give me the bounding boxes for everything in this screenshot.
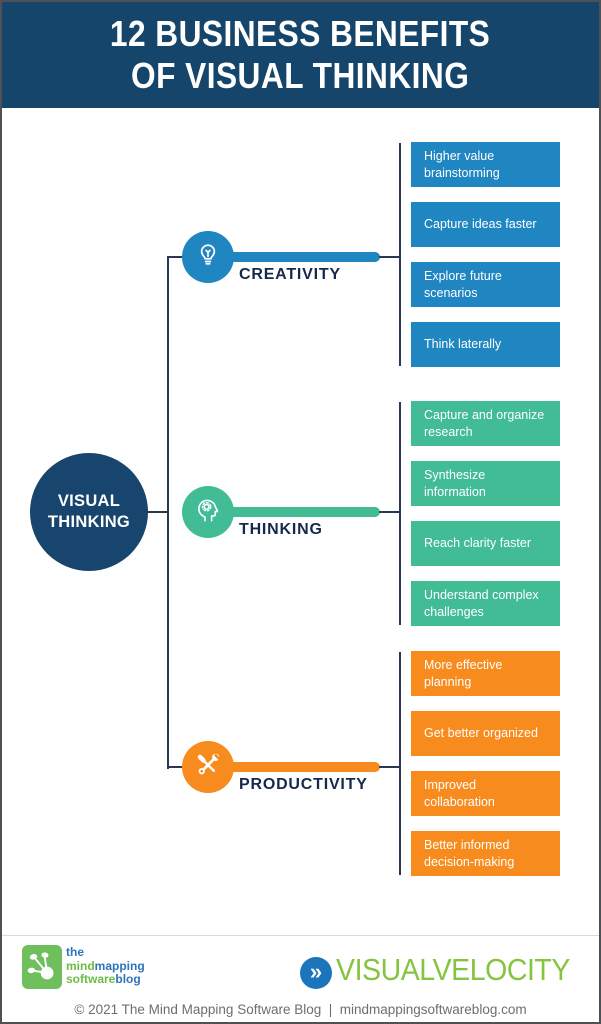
- connector-creativity-stub: [168, 256, 184, 258]
- page-title-line-2: OF VISUAL THINKING: [131, 55, 470, 96]
- thinking-branch-bar: [228, 507, 380, 517]
- visualvelocity-chevron-icon: »: [300, 957, 332, 989]
- logo-word-mind: mind: [66, 958, 95, 973]
- creativity-list-vline: [399, 143, 401, 366]
- benefit-box: Reach clarity faster: [411, 521, 560, 566]
- connector-root-horizontal: [146, 511, 168, 513]
- logo-word-mapping: mapping: [94, 958, 145, 973]
- productivity-list-vline: [399, 652, 401, 875]
- visualvelocity-logo-text: VISUALVELOCITY: [336, 952, 570, 987]
- creativity-node: [182, 231, 234, 283]
- page-title-line-1: 12 BUSINESS BENEFITS: [110, 13, 491, 54]
- benefit-box: Synthesize information: [411, 461, 560, 506]
- benefit-box: Explore future scenarios: [411, 262, 560, 307]
- connector-productivity-stub: [168, 766, 184, 768]
- creativity-branch-bar: [228, 252, 380, 262]
- benefit-box: Capture and organize research: [411, 401, 560, 446]
- productivity-branch-bar: [228, 762, 380, 772]
- head-gear-icon: [193, 495, 223, 530]
- benefit-box: Understand complex challenges: [411, 581, 560, 626]
- thinking-benefits-list: Capture and organize research Synthesize…: [411, 401, 560, 626]
- double-chevron-glyph: »: [309, 958, 323, 984]
- benefit-box: Better informed decision-making: [411, 831, 560, 876]
- root-label-line-2: THINKING: [47, 513, 131, 531]
- connector-trunk-vertical: [167, 256, 169, 769]
- connector-thinking-to-list: [379, 511, 400, 513]
- logo-word-the: the: [66, 945, 84, 959]
- productivity-label: PRODUCTIVITY: [239, 776, 368, 793]
- footer-divider: [2, 935, 599, 936]
- root-node-visual-thinking: VISUAL THINKING: [30, 453, 148, 571]
- mindmapping-blog-logo-text: the mindmapping softwareblog: [66, 945, 145, 987]
- connector-creativity-to-list: [379, 256, 400, 258]
- thinking-label: THINKING: [239, 521, 323, 538]
- header-banner: 12 BUSINESS BENEFITS OF VISUAL THINKING: [2, 2, 599, 108]
- root-label-line-1: VISUAL: [57, 492, 121, 510]
- benefit-box: Get better organized: [411, 711, 560, 756]
- benefit-box: More effective planning: [411, 651, 560, 696]
- mindmapping-blog-logo-icon: [22, 945, 62, 989]
- copyright-line: © 2021 The Mind Mapping Software Blog | …: [74, 1002, 527, 1017]
- benefit-box: Think laterally: [411, 322, 560, 367]
- productivity-node: [182, 741, 234, 793]
- productivity-benefits-list: More effective planning Get better organ…: [411, 651, 560, 876]
- lightbulb-icon: [193, 240, 223, 275]
- logo-word-blog: blog: [115, 972, 141, 986]
- benefit-box: Capture ideas faster: [411, 202, 560, 247]
- thinking-list-vline: [399, 402, 401, 625]
- logo-word-software: software: [66, 972, 116, 986]
- creativity-label: CREATIVITY: [239, 266, 341, 283]
- benefit-box: Improved collaboration: [411, 771, 560, 816]
- thinking-node: [182, 486, 234, 538]
- creativity-benefits-list: Higher value brainstorming Capture ideas…: [411, 142, 560, 367]
- connector-productivity-to-list: [379, 766, 400, 768]
- tools-icon: [193, 750, 223, 785]
- benefit-box: Higher value brainstorming: [411, 142, 560, 187]
